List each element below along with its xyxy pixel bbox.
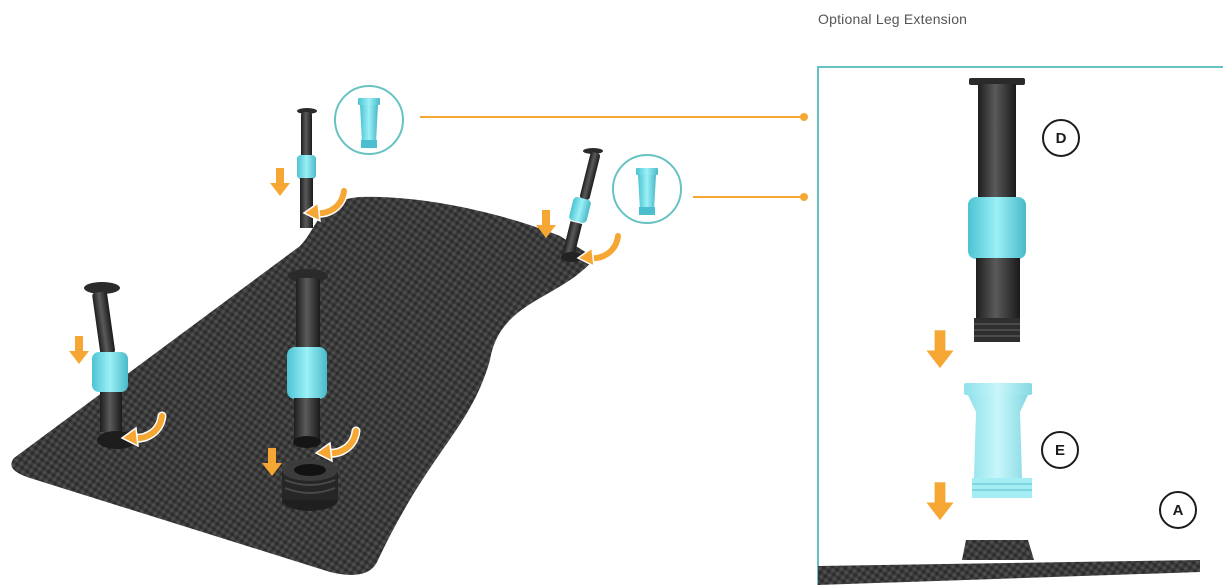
- extension-callout-1: [335, 86, 403, 154]
- extension-piece-icon: [358, 98, 380, 148]
- rotate-arrow-icon: [578, 236, 618, 266]
- svg-text:E: E: [1055, 442, 1065, 459]
- down-arrow-icon: [270, 168, 290, 196]
- leg-back-right: [561, 148, 603, 262]
- svg-text:A: A: [1173, 502, 1184, 519]
- extension-callout-2: [613, 155, 681, 223]
- svg-text:D: D: [1056, 130, 1067, 147]
- label-e: E: [1042, 432, 1078, 468]
- label-a: A: [1160, 492, 1196, 528]
- threaded-socket: [282, 459, 338, 511]
- detail-panel: D E A: [818, 67, 1223, 585]
- label-d: D: [1043, 120, 1079, 156]
- extension-piece-icon: [636, 168, 658, 215]
- down-arrow-icon: [69, 336, 89, 364]
